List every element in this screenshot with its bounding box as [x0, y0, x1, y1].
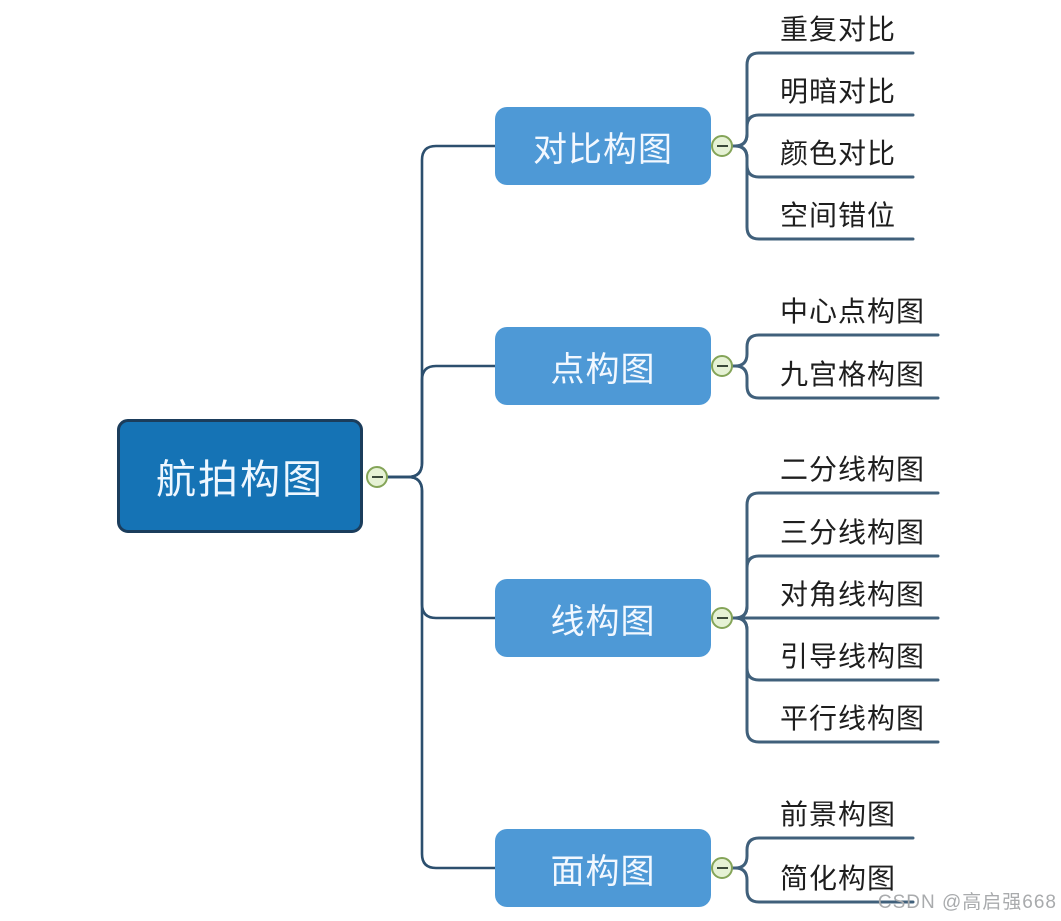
minus-icon	[716, 145, 728, 147]
connector-root-branch4	[386, 475, 497, 870]
minus-icon	[716, 867, 728, 869]
leaf-topic[interactable]: 颜色对比	[780, 138, 897, 169]
connector-root-branch3	[386, 475, 497, 620]
collapse-toggle-branch-line[interactable]	[711, 607, 733, 629]
leaf-topic[interactable]: 明暗对比	[780, 76, 897, 107]
connector-branch3-leaf5	[731, 616, 940, 744]
branch-topic-line[interactable]: 线构图	[495, 579, 711, 657]
leaf-topic[interactable]: 二分线构图	[780, 454, 926, 485]
collapse-toggle-root[interactable]	[366, 466, 388, 488]
connector-branch4-leaf2	[731, 866, 915, 904]
leaf-topic[interactable]: 九宫格构图	[780, 359, 926, 390]
minus-icon	[716, 617, 728, 619]
minus-icon	[716, 365, 728, 367]
connector-root-branch2	[386, 364, 497, 479]
branch-topic-contrast[interactable]: 对比构图	[495, 107, 711, 185]
minus-icon	[371, 476, 383, 478]
watermark: CSDN @高启强668	[877, 892, 1057, 913]
collapse-toggle-branch-contrast[interactable]	[711, 135, 733, 157]
leaf-topic[interactable]: 重复对比	[780, 14, 897, 45]
leaf-topic[interactable]: 中心点构图	[780, 296, 926, 327]
leaf-topic[interactable]: 平行线构图	[780, 703, 926, 734]
leaf-topic[interactable]: 空间错位	[780, 200, 897, 231]
leaf-topic[interactable]: 简化构图	[780, 863, 897, 894]
connector-branch1-leaf4	[731, 144, 915, 241]
connector-root-branch1	[386, 144, 497, 479]
leaf-topic[interactable]: 三分线构图	[780, 517, 926, 548]
leaf-topic[interactable]: 对角线构图	[780, 579, 926, 610]
collapse-toggle-branch-point[interactable]	[711, 355, 733, 377]
root-topic[interactable]: 航拍构图	[117, 419, 363, 533]
connector-branch2-leaf2	[731, 364, 940, 400]
branch-topic-plane[interactable]: 面构图	[495, 829, 711, 907]
collapse-toggle-branch-plane[interactable]	[711, 857, 733, 879]
leaf-topic[interactable]: 引导线构图	[780, 641, 926, 672]
leaf-topic[interactable]: 前景构图	[780, 799, 897, 830]
branch-topic-point[interactable]: 点构图	[495, 327, 711, 405]
